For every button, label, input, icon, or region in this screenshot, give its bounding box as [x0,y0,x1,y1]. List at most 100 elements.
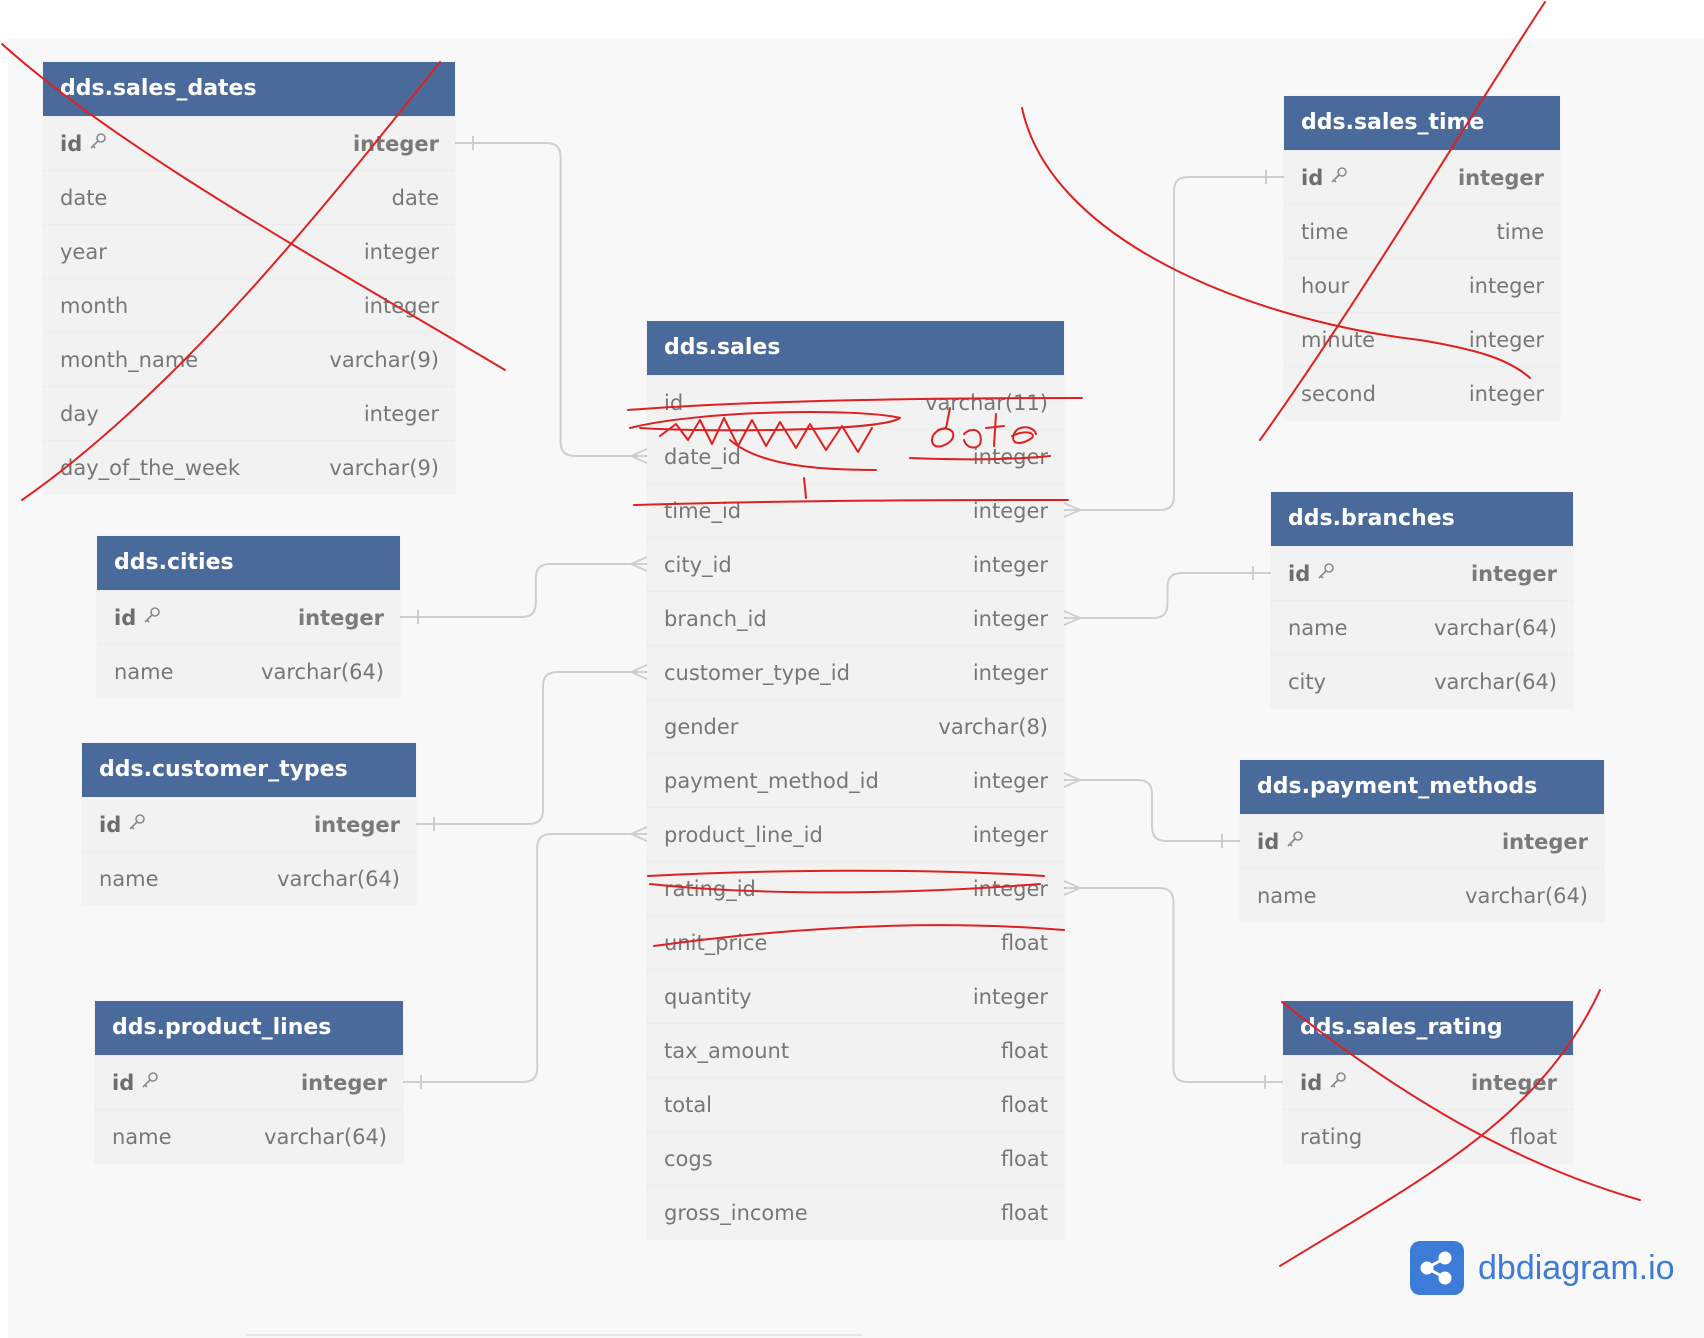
field-name-text: name [1257,883,1317,908]
field-type: integer [1468,381,1544,406]
field-name: name [1257,884,1317,908]
field-name: name [114,660,174,684]
field-name-text: hour [1301,273,1350,298]
field-name-text: month [60,293,129,318]
field-type: integer [300,1070,387,1095]
field-type: integer [972,876,1048,901]
field-type: time [1496,219,1544,244]
field-type: float [1000,930,1048,955]
field-name-text: gender [664,714,739,739]
field-name-text: branch_id [664,606,767,631]
field-type: integer [363,293,439,318]
field-type: varchar(9) [329,347,439,372]
field-name: id [1301,165,1349,190]
table-header[interactable]: dds.sales_dates [43,62,455,116]
table-header[interactable]: dds.product_lines [95,1001,403,1055]
table-header[interactable]: dds.sales_time [1284,96,1560,150]
table-header[interactable]: dds.payment_methods [1240,760,1604,814]
field-name-text: date_id [664,444,742,469]
field-name-text: payment_method_id [664,768,879,793]
field-name: customer_type_id [664,661,850,685]
key-icon [127,812,147,837]
table-header[interactable]: dds.sales [647,321,1064,375]
field-name-text: rating [1300,1124,1363,1149]
field-name: total [664,1093,712,1117]
table-field-row[interactable]: name varchar(64) [1240,868,1604,922]
table-field-row[interactable]: month integer [43,278,455,332]
field-type: varchar(64) [277,866,400,891]
field-type: varchar(64) [1465,883,1588,908]
table-header[interactable]: dds.cities [97,536,400,590]
field-name-text: name [114,659,174,684]
table-field-row[interactable]: month_name varchar(9) [43,332,455,386]
table-field-row[interactable]: payment_method_id integer [647,753,1064,807]
field-name-text: id [60,132,83,156]
field-name: month_name [60,348,198,372]
field-name: year [60,240,107,264]
field-name: month [60,294,128,318]
field-name-text: year [60,239,107,264]
table-header[interactable]: dds.branches [1271,492,1573,546]
table-field-row[interactable]: year integer [43,224,455,278]
field-type: integer [1470,1070,1557,1095]
field-type: integer [363,239,439,264]
brand-logo[interactable]: dbdiagram.io [1410,1240,1675,1296]
field-name-text: tax_amount [664,1038,790,1063]
field-name: branch_id [664,607,767,631]
key-icon [1316,561,1336,586]
table-header[interactable]: dds.customer_types [82,743,416,797]
table-header[interactable]: dds.sales_rating [1283,1001,1573,1055]
field-type: integer [972,768,1048,793]
field-name: payment_method_id [664,769,879,793]
field-name: city_id [664,553,732,577]
field-type: date [391,185,439,210]
field-name-text: city [1288,669,1327,694]
field-name: gender [664,715,738,739]
